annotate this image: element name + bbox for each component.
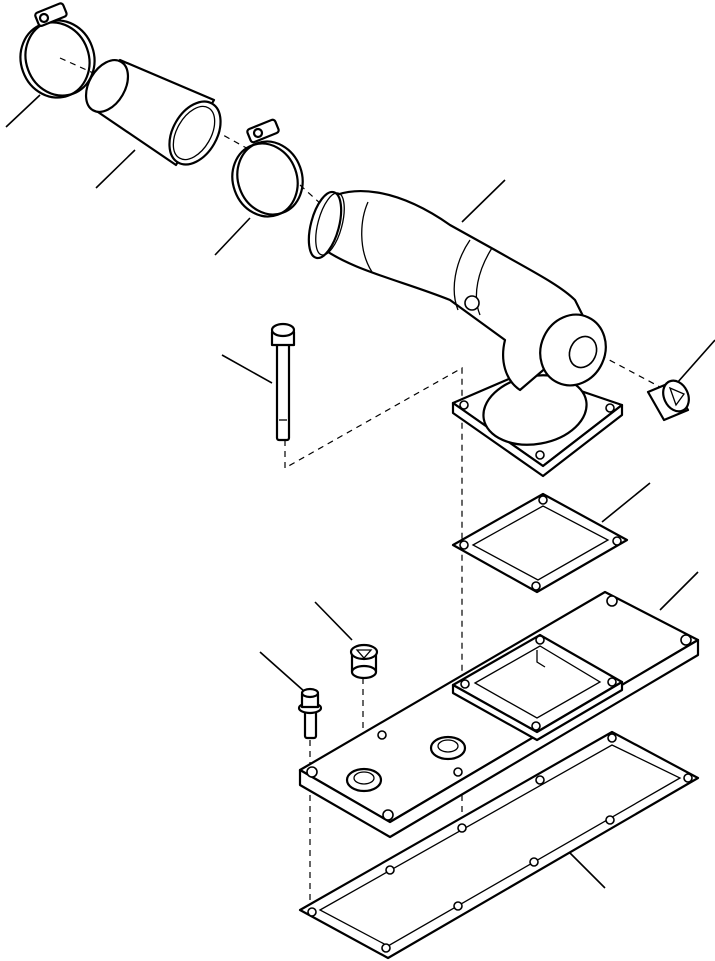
elbow-connection — [307, 190, 624, 478]
leader-gasket-large — [569, 852, 606, 889]
hose — [84, 58, 222, 167]
cover-plate — [298, 590, 700, 839]
leader-plug-small — [314, 601, 353, 641]
plug — [646, 379, 690, 422]
callout-leaders — [5, 94, 715, 889]
gasket-small — [451, 492, 629, 594]
plug-small — [349, 643, 379, 680]
hose-clamp-lower — [231, 118, 304, 218]
leader-gasket-small — [601, 482, 651, 523]
hose-clamp-upper — [19, 2, 96, 99]
flange-bolt — [297, 687, 323, 740]
leader-flange-bolt — [259, 651, 306, 693]
leader-hose-clamp-lower — [214, 217, 251, 256]
leader-hose — [95, 149, 136, 189]
leader-cover-plate — [659, 571, 699, 611]
leader-plug — [676, 339, 715, 384]
leader-elbow-connection — [461, 179, 506, 223]
bolt — [270, 322, 296, 442]
leader-bolt — [221, 354, 273, 384]
gasket-large — [298, 730, 700, 960]
leader-hose-clamp-upper — [5, 94, 41, 128]
